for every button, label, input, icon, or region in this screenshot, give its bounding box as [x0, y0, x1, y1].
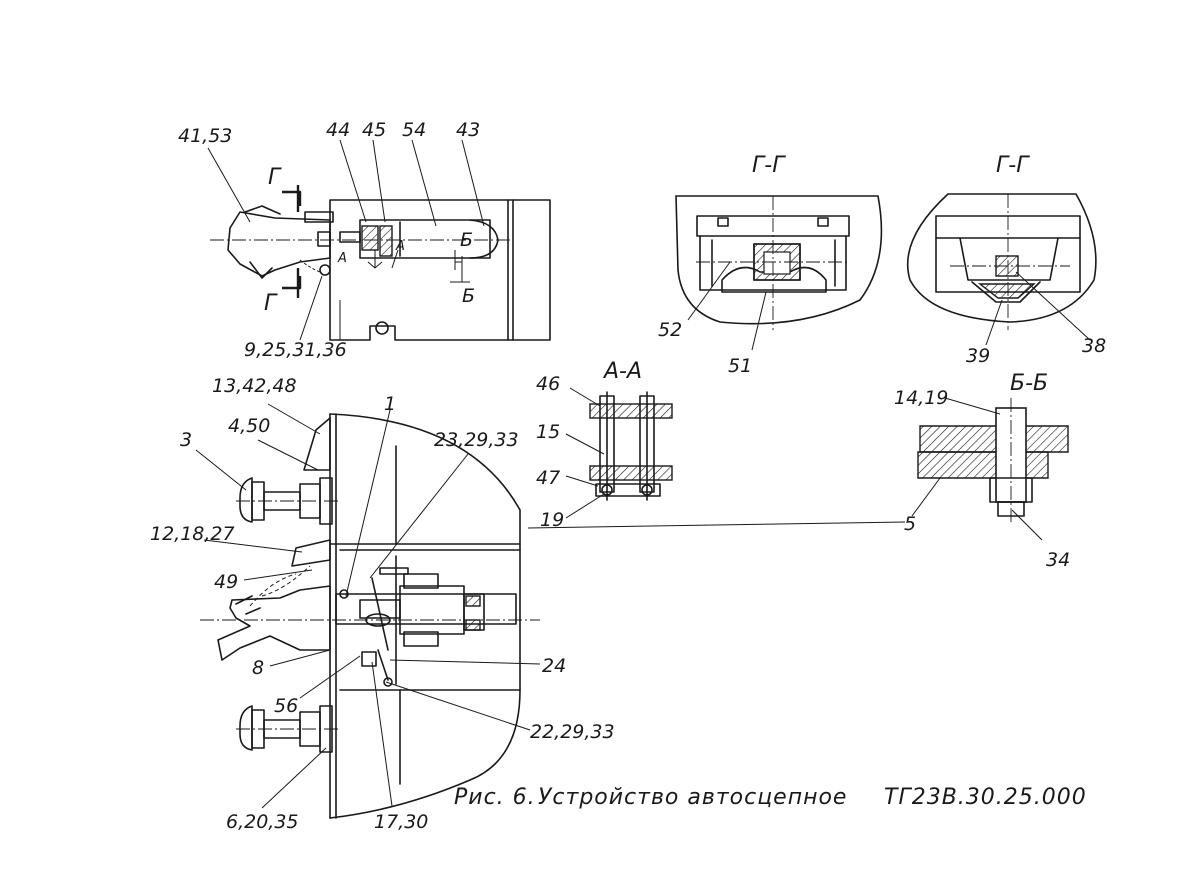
main-leaders: [195, 403, 541, 809]
main-view: [200, 413, 540, 819]
label-22-29-33: 22,29,33: [530, 721, 615, 743]
label-54: 54: [402, 119, 426, 141]
label-47: 47: [536, 467, 560, 489]
label-44: 44: [326, 119, 350, 141]
label-13-42-48: 13,42,48: [212, 375, 297, 397]
cut-mark-g-top: Г: [268, 165, 282, 190]
section-gg-1-title: Г-Г: [752, 153, 786, 178]
label-6-20-35: 6,20,35: [226, 811, 299, 833]
label-8: 8: [252, 657, 264, 679]
label-39: 39: [966, 345, 990, 367]
label-14-19: 14,19: [894, 387, 948, 409]
label-46: 46: [536, 373, 560, 395]
cut-mark-b-bottom: Б: [462, 285, 475, 307]
label-51: 51: [728, 355, 752, 377]
label-23-29-33: 23,29,33: [434, 429, 519, 451]
label-34: 34: [1046, 549, 1070, 571]
section-aa-title: А-А: [602, 359, 642, 384]
labels: 41,53 44 45 54 43 9,25,31,36 52 51 39 38…: [150, 119, 1106, 833]
caption-code: ТГ23В.30.25.000: [884, 785, 1087, 810]
cut-mark-a-left: А: [337, 251, 347, 266]
label-45: 45: [362, 119, 386, 141]
figure-caption: Рис. 6. Устройство автосцепное ТГ23В.30.…: [454, 785, 1087, 810]
label-5: 5: [904, 513, 916, 535]
caption-title: Устройство автосцепное: [538, 785, 847, 810]
label-4-50: 4,50: [228, 415, 270, 437]
section-gg-2: [906, 193, 1097, 346]
label-15: 15: [536, 421, 560, 443]
section-titles: Г-Г Г-Г А-А Б-Б Г Г Б Б А А: [264, 153, 1048, 396]
label-52: 52: [658, 319, 682, 341]
label-12-18-27: 12,18,27: [150, 523, 235, 545]
section-gg-1: [675, 195, 883, 351]
label-3: 3: [180, 429, 192, 451]
label-43: 43: [456, 119, 480, 141]
cut-mark-a-right: А: [395, 239, 405, 254]
label-24: 24: [542, 655, 566, 677]
label-38: 38: [1082, 335, 1106, 357]
label-41-53: 41,53: [178, 125, 232, 147]
cut-mark-g-bottom: Г: [264, 291, 278, 316]
label-19: 19: [540, 509, 564, 531]
label-56: 56: [274, 695, 298, 717]
label-1: 1: [384, 393, 396, 415]
caption-figure: Рис. 6.: [454, 785, 536, 810]
cut-mark-b-top: Б: [460, 229, 473, 251]
section-aa: [565, 387, 673, 519]
label-49: 49: [214, 571, 238, 593]
top-leaders: [207, 139, 485, 341]
section-bb-title: Б-Б: [1010, 371, 1048, 396]
section-bb: [527, 397, 1069, 541]
label-9-25-31-36: 9,25,31,36: [244, 339, 347, 361]
section-gg-2-title: Г-Г: [996, 153, 1030, 178]
top-view: [210, 185, 551, 341]
label-17-30: 17,30: [374, 811, 428, 833]
